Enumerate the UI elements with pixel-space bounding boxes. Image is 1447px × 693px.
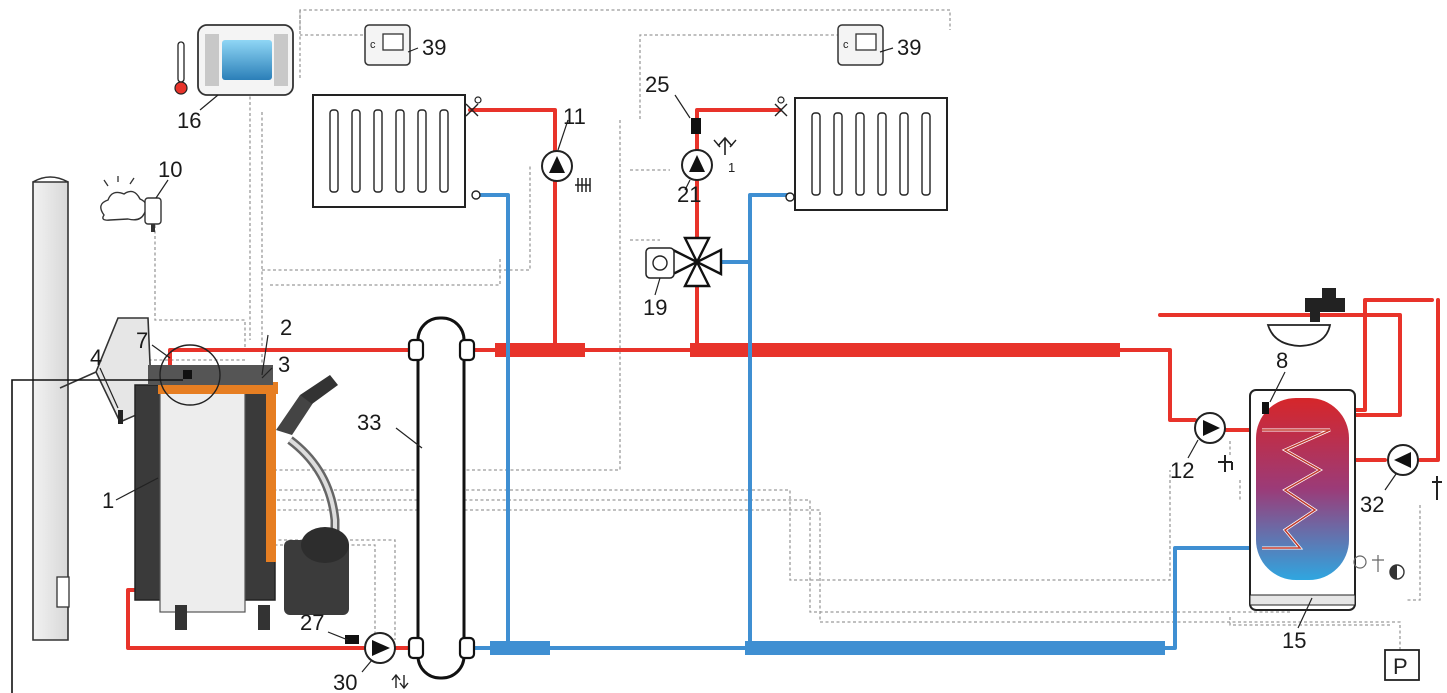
room-thermostat-left: c [364, 24, 411, 66]
label-dhw-sensor: 8 [1276, 348, 1288, 373]
dhw-tank [1249, 389, 1356, 611]
radiator-left [312, 94, 482, 208]
label-mixing-sensor: 25 [645, 72, 669, 97]
label-boiler: 1 [102, 488, 114, 513]
basin-icon [1266, 324, 1332, 347]
label-mixing-valve-actuator: 19 [643, 295, 667, 320]
pump-icon [681, 136, 737, 181]
leader-lines [99, 47, 1397, 673]
mixing-sensor [691, 118, 701, 134]
label-supply-sensor: 2 [280, 315, 292, 340]
label-mixing-pump: 21 [677, 182, 701, 207]
svg-text:c: c [843, 39, 849, 51]
label-room-thermostat-right: 39 [897, 35, 921, 60]
marker-line [11, 379, 183, 693]
component-labels: 1 2 3 4 7 8 10 11 12 15 16 19 21 25 27 3… [90, 35, 1408, 693]
three-way-valve-icon [645, 236, 723, 288]
label-pump-note: 1 [728, 160, 735, 175]
label-ch-pump: 11 [563, 104, 586, 129]
label-dhw-pump: 12 [1170, 458, 1194, 483]
label-outdoor-sensor: 10 [158, 157, 182, 182]
label-return-pump: 30 [333, 670, 357, 693]
room-panel [197, 24, 294, 96]
room-thermostat-right: c [837, 24, 884, 66]
label-room-thermostat-left: 39 [422, 35, 446, 60]
label-room-panel: 16 [177, 108, 201, 133]
radiator-right [774, 96, 948, 211]
pump-icon [1194, 412, 1233, 472]
return-sensor-27 [345, 635, 359, 644]
label-stb: 7 [136, 328, 148, 353]
return-piping [468, 193, 1257, 655]
label-return-sensor-27: 27 [300, 610, 324, 635]
label-return-sensor: 3 [278, 352, 290, 377]
label-pressure: P [1393, 654, 1408, 679]
pressure-sensor-icon [1353, 555, 1420, 681]
outdoor-weather-icon [100, 176, 162, 232]
tap-icon [1305, 288, 1345, 322]
chimney [32, 176, 153, 641]
label-dhw-tank: 15 [1282, 628, 1306, 653]
pump-icon [541, 150, 591, 192]
label-hydraulic-separator: 33 [357, 410, 381, 435]
label-circulation-pump: 32 [1360, 492, 1384, 517]
label-flue-sensor: 4 [90, 345, 102, 370]
hydraulic-separator [407, 316, 476, 680]
svg-text:c: c [370, 39, 376, 51]
pump-icon [1387, 444, 1442, 500]
boiler [134, 344, 349, 630]
pump-icon [364, 632, 409, 690]
thermometer-icon [174, 41, 188, 95]
